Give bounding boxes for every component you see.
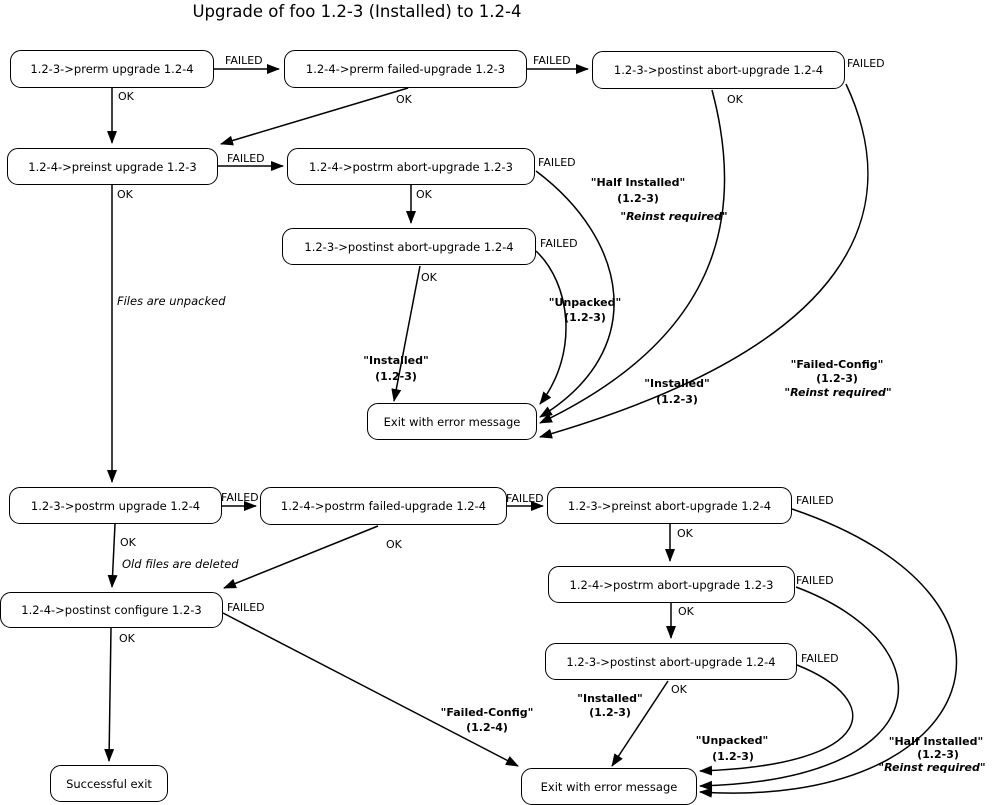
- node-postrm-abort-mid: 1.2-4->postrm abort-upgrade 1.2-3: [287, 148, 535, 185]
- node-postinst-abort-mid: 1.2-3->postinst abort-upgrade 1.2-4: [282, 228, 536, 265]
- state-failed-config: "Failed-Config": [790, 358, 884, 371]
- failed-label: FAILED: [533, 54, 571, 67]
- state-reinst-required: "Reinst required": [620, 210, 728, 223]
- node-preinst-abort: 1.2-3->preinst abort-upgrade 1.2-4: [547, 487, 792, 524]
- failed-label: FAILED: [796, 574, 834, 587]
- state-reinst-required: "Reinst required": [878, 761, 986, 774]
- edge-configure-to-success-ok: [104, 627, 115, 762]
- state-failed-config: "Failed-Config": [440, 706, 534, 719]
- failed-label: FAILED: [801, 652, 839, 665]
- edge-postinstabortbot-to-exit2-failed: [699, 664, 854, 776]
- node-preinst-upgrade: 1.2-4->preinst upgrade 1.2-3: [7, 148, 218, 185]
- node-exit-error-top: Exit with error message: [367, 403, 537, 440]
- diagram-title: Upgrade of foo 1.2-3 (Installed) to 1.2-…: [192, 2, 522, 21]
- annotation-old-files-deleted: Old files are deleted: [122, 557, 239, 571]
- state-version: (1.2-3): [816, 372, 858, 385]
- state-version: (1.2-3): [712, 750, 754, 763]
- edge-postinstabortmid-to-exit1-failed: [535, 250, 567, 405]
- failed-label: FAILED: [796, 494, 834, 507]
- ok-label: OK: [118, 90, 134, 103]
- edge-postrmabortmid-to-exit1-failed: [535, 170, 615, 418]
- node-postinst-configure: 1.2-4->postinst configure 1.2-3: [0, 592, 223, 628]
- failed-label: FAILED: [540, 237, 578, 250]
- node-postrm-upgrade: 1.2-3->postrm upgrade 1.2-4: [9, 487, 222, 524]
- state-half-installed: "Half Installed": [888, 735, 984, 748]
- ok-label: OK: [677, 527, 693, 540]
- ok-label: OK: [120, 536, 136, 549]
- state-unpacked: "Unpacked": [695, 734, 769, 747]
- ok-label: OK: [117, 188, 133, 201]
- ok-label: OK: [396, 93, 412, 106]
- node-postinst-abort-bot: 1.2-3->postinst abort-upgrade 1.2-4: [545, 643, 797, 680]
- edge-postinstaborttop-to-exit1-ok: [539, 89, 726, 424]
- edge-postinstabortmid-to-exit1-ok: [391, 265, 421, 402]
- node-postinst-abort-top: 1.2-3->postinst abort-upgrade 1.2-4: [592, 51, 845, 89]
- state-half-installed: "Half Installed": [590, 176, 686, 189]
- state-version: (1.2-3): [656, 393, 698, 406]
- failed-label: FAILED: [506, 492, 544, 505]
- ok-label: OK: [727, 93, 743, 106]
- edge-postinstaborttop-to-exit1-failed: [539, 83, 869, 439]
- state-reinst-required: "Reinst required": [784, 386, 892, 399]
- state-version: (1.2-3): [917, 748, 959, 761]
- state-installed: "Installed": [363, 354, 429, 367]
- failed-label: FAILED: [538, 156, 576, 169]
- node-postrm-failed-upgrade: 1.2-4->postrm failed-upgrade 1.2-4: [260, 487, 507, 525]
- edge-configure-to-exit2-failed: [222, 612, 519, 767]
- state-installed: "Installed": [577, 692, 643, 705]
- ok-label: OK: [671, 683, 687, 696]
- ok-label: OK: [416, 188, 432, 201]
- ok-label: OK: [678, 605, 694, 618]
- edge-postrmfailed-to-configure-ok: [223, 525, 379, 589]
- edge-postinstabortbot-to-exit2-ok: [611, 680, 669, 767]
- node-exit-error-bottom: Exit with error message: [521, 768, 697, 805]
- state-unpacked: "Unpacked": [548, 296, 622, 309]
- failed-label: FAILED: [221, 491, 259, 504]
- state-version: (1.2-3): [617, 192, 659, 205]
- node-prerm-failed-upgrade: 1.2-4->prerm failed-upgrade 1.2-3: [284, 50, 527, 88]
- edge-postrmabortbot-to-exit2-failed: [699, 586, 900, 791]
- failed-label: FAILED: [227, 601, 265, 614]
- state-version: (1.2-4): [466, 721, 508, 734]
- annotation-files-unpacked: Files are unpacked: [117, 294, 226, 308]
- state-version: (1.2-3): [564, 311, 606, 324]
- edge-prermfailed-to-preinst-ok: [220, 87, 409, 146]
- edge-preinstabort-to-exit2-failed: [699, 508, 958, 798]
- failed-label: FAILED: [227, 152, 265, 165]
- failed-label: FAILED: [225, 54, 263, 67]
- node-prerm-upgrade: 1.2-3->prerm upgrade 1.2-4: [10, 50, 214, 88]
- edge-postrmupg-to-configure-ok: [107, 523, 118, 588]
- ok-label: OK: [386, 538, 402, 551]
- node-postrm-abort-bot: 1.2-4->postrm abort-upgrade 1.2-3: [548, 566, 795, 603]
- ok-label: OK: [421, 271, 437, 284]
- state-version: (1.2-3): [375, 370, 417, 383]
- failed-label: FAILED: [847, 57, 885, 70]
- state-installed: "Installed": [644, 377, 710, 390]
- state-version: (1.2-3): [589, 706, 631, 719]
- node-successful-exit: Successful exit: [50, 765, 168, 802]
- ok-label: OK: [119, 632, 135, 645]
